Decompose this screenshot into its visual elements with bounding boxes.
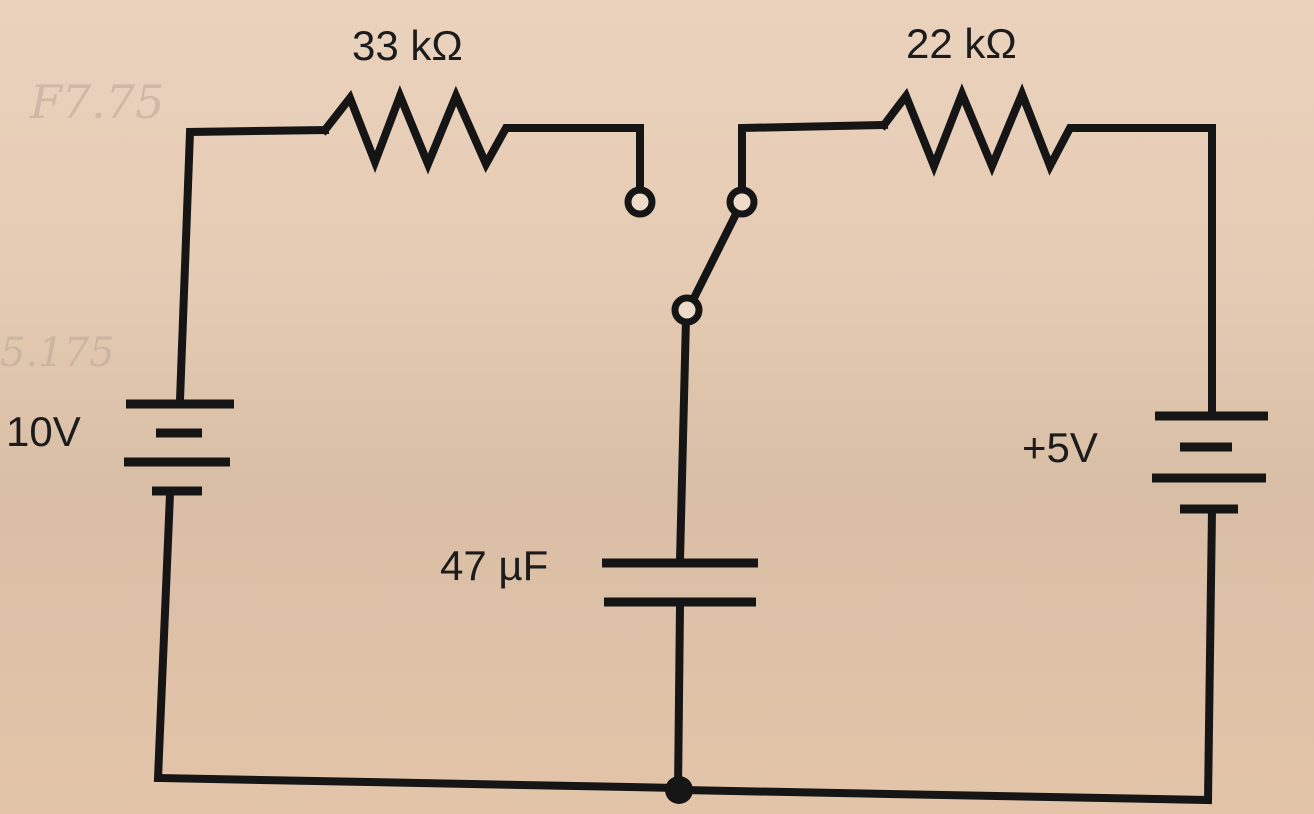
wire-right-top [738, 120, 889, 194]
switch-terminal-right [726, 186, 758, 218]
resistor-33k-symbol [319, 85, 644, 194]
junction-dot [665, 776, 693, 804]
wire-center [675, 313, 691, 565]
label-33k: 33 kΩ [352, 22, 463, 69]
label-22k: 22 kΩ [906, 20, 1017, 67]
label-10v: 10V [6, 408, 81, 455]
switch-blade [684, 200, 746, 312]
spdt-switch [675, 200, 746, 565]
wire-left-bottom [153, 489, 685, 793]
handwritten-note-left: 5.175 [0, 330, 115, 376]
label-47uf: 47 µF [440, 542, 548, 589]
switch-terminal-common [671, 294, 703, 326]
wire-left-top [175, 125, 330, 405]
capacitor [602, 558, 758, 795]
label-5v: +5V [1022, 424, 1098, 471]
battery-left [124, 399, 234, 496]
handwritten-note-top: F7.75 [29, 75, 164, 129]
wire-right-bottom [675, 505, 1217, 805]
left-loop-wiring [153, 85, 685, 793]
resistor-22k-symbol [878, 83, 1216, 418]
switch-terminal-left [624, 186, 656, 218]
right-loop-wiring [675, 83, 1217, 805]
battery-right [1152, 411, 1268, 514]
